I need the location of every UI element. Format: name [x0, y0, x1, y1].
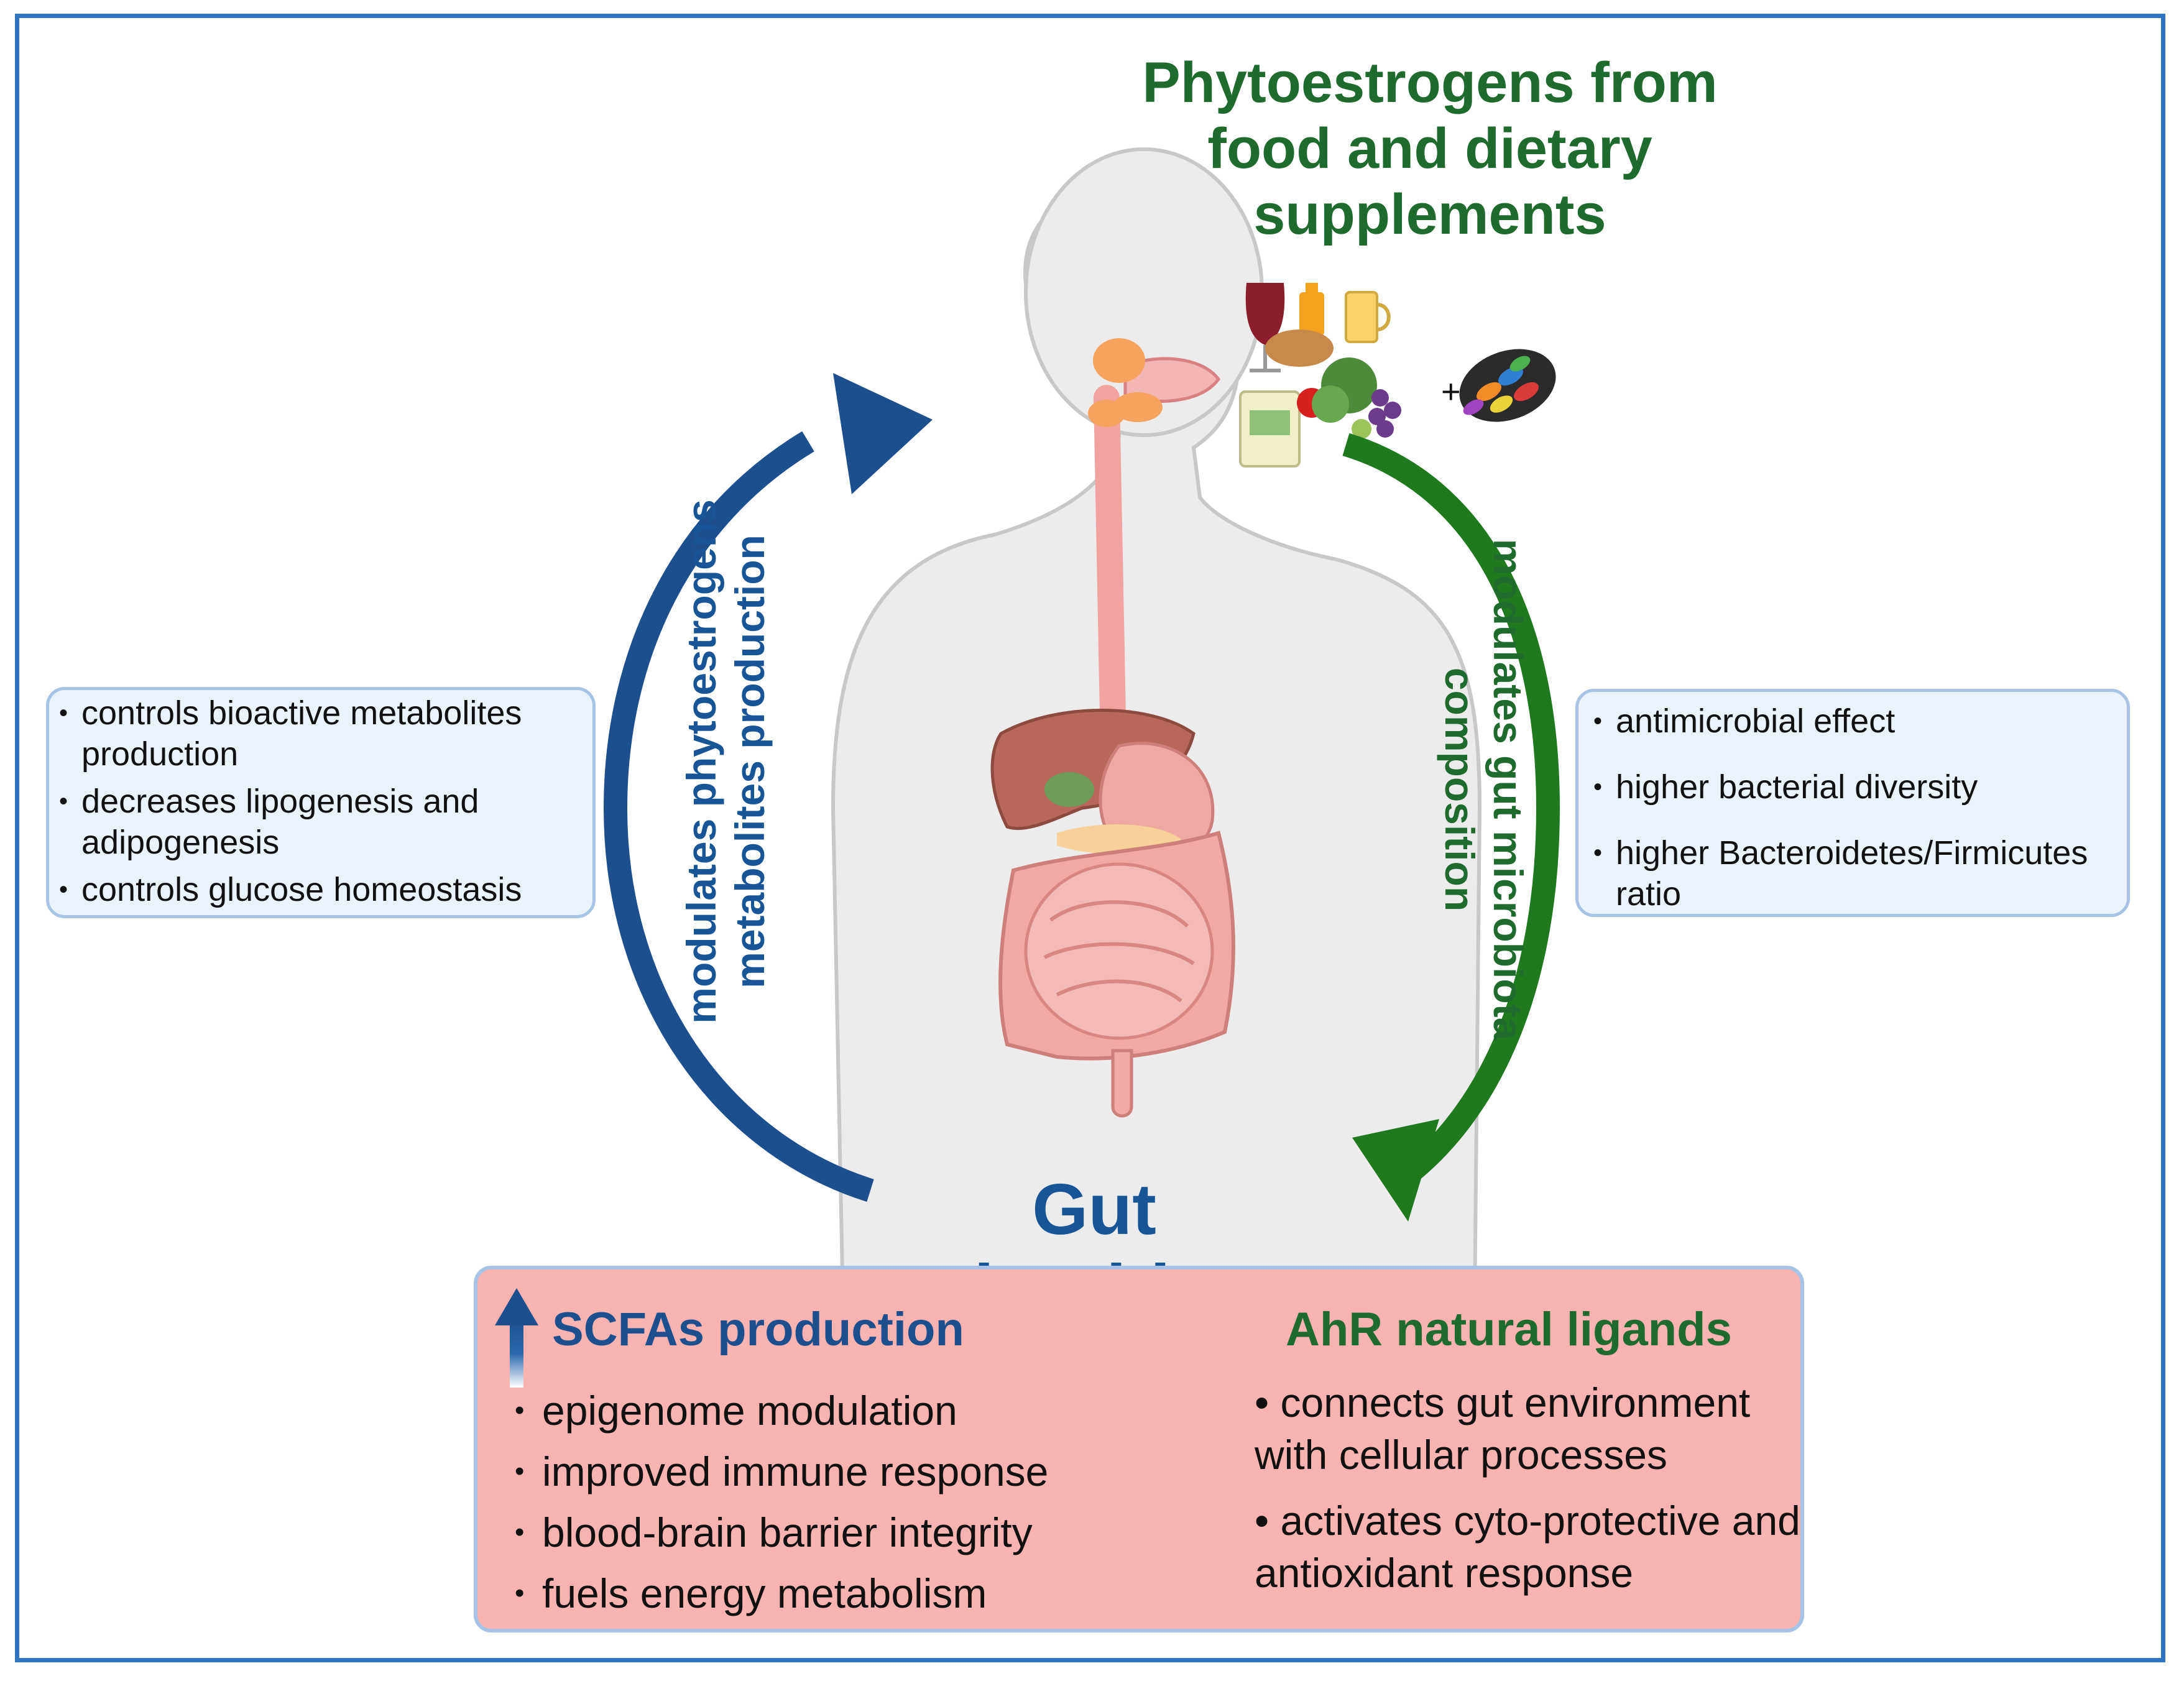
item-text: improved immune response — [542, 1448, 1049, 1494]
figure-frame — [15, 14, 2165, 1662]
human-body-illustration — [831, 147, 1482, 1432]
item-text: higher Bacteroidetes/Firmicutes ratio — [1616, 834, 2088, 913]
scfa-list: • epigenome modulation • improved immune… — [515, 1380, 1230, 1624]
left-effects-box: • controls bioactive metabolites product… — [46, 687, 596, 918]
list-item: • higher Bacteroidetes/Firmicutes ratio — [1593, 832, 2118, 914]
left-arrow-label-line-2: metabolites production — [727, 535, 773, 988]
list-item: • antimicrobial effect — [1593, 701, 2118, 742]
bullet: • — [1593, 773, 1603, 801]
scfa-heading: SCFAs production — [552, 1303, 964, 1356]
bullet: • — [515, 1456, 525, 1486]
bullet: • — [515, 1578, 525, 1608]
title-line-2: food and dietary — [1207, 117, 1652, 180]
bullet: • — [59, 699, 68, 727]
item-text: controls glucose homeostasis — [81, 871, 522, 908]
item-text: epigenome modulation — [542, 1388, 957, 1434]
right-effects-box: • antimicrobial effect • higher bacteria… — [1575, 689, 2130, 917]
plus-sign: + — [1441, 373, 1461, 410]
left-arrow-label: modulates phytoestrogens metabolites pro… — [677, 451, 783, 1072]
list-item: • activates cyto-protective and antioxid… — [1255, 1494, 1802, 1599]
right-arrow-label-line-2: composition — [1437, 667, 1483, 912]
list-item: • epigenome modulation — [515, 1380, 1230, 1441]
list-item: • improved immune response — [515, 1441, 1230, 1502]
item-text: controls bioactive metabolites productio… — [81, 694, 522, 773]
bullet: • — [59, 876, 68, 903]
item-text: fuels energy metabolism — [542, 1570, 987, 1616]
bullet: • — [1593, 707, 1603, 735]
list-item: • higher bacterial diversity — [1593, 767, 2118, 808]
bullet: • — [59, 788, 68, 815]
food-illustrations — [1239, 283, 1556, 467]
item-text: blood-brain barrier integrity — [542, 1509, 1033, 1555]
list-item: • controls bioactive metabolites product… — [59, 693, 586, 775]
blue-cycle-arrow — [603, 373, 933, 1202]
ahr-heading: AhR natural ligands — [1286, 1303, 1732, 1356]
list-item: • blood-brain barrier integrity — [515, 1502, 1230, 1563]
diagram-title: Phytoestrogens from food and dietary sup… — [1057, 50, 1803, 247]
item-text: higher bacterial diversity — [1616, 768, 1978, 806]
list-item: • decreases lipogenesis and adipogenesis — [59, 781, 586, 863]
bullet: • — [1255, 1379, 1281, 1425]
list-item: • fuels energy metabolism — [515, 1563, 1230, 1624]
item-text: connects gut environment with cellular p… — [1255, 1379, 1751, 1478]
ahr-list: • connects gut environment with cellular… — [1255, 1376, 1802, 1613]
item-text: decreases lipogenesis and adipogenesis — [81, 783, 479, 861]
list-item: • connects gut environment with cellular… — [1255, 1376, 1802, 1481]
list-item: • controls glucose homeostasis — [59, 869, 586, 910]
green-cycle-arrow — [1342, 433, 1560, 1222]
bullet: • — [1255, 1498, 1281, 1544]
item-text: antimicrobial effect — [1616, 702, 1896, 740]
item-text: activates cyto-protective and antioxidan… — [1255, 1498, 1800, 1596]
title-line-3: supplements — [1253, 183, 1606, 246]
bullet: • — [515, 1395, 525, 1425]
bullet: • — [515, 1517, 525, 1547]
outcomes-box: SCFAs production AhR natural ligands • e… — [474, 1266, 1804, 1633]
title-line-1: Phytoestrogens from — [1142, 51, 1718, 114]
right-arrow-label-line-1: modulates gut microbiota — [1485, 538, 1531, 1041]
bullet: • — [1593, 839, 1603, 867]
left-arrow-label-line-1: modulates phytoestrogens — [678, 499, 724, 1024]
increase-arrow-icon — [495, 1288, 538, 1388]
right-arrow-label: modulates gut microbiota composition — [1427, 510, 1532, 1069]
